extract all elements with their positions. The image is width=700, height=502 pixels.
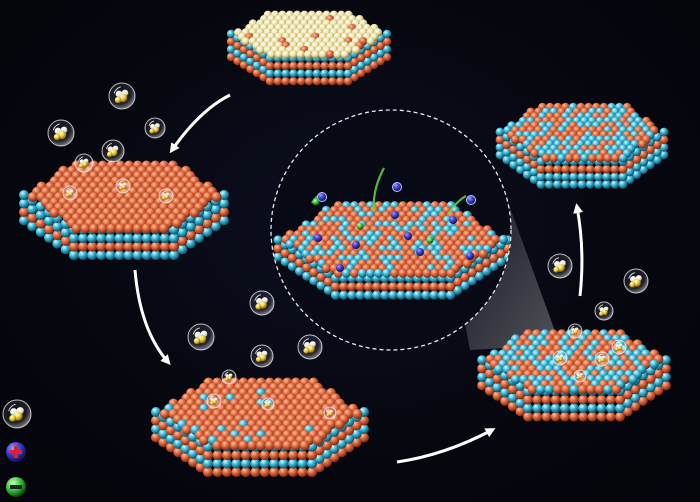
stage-exposed-platelet (19, 160, 229, 261)
arrow-stage3-to-stage4 (396, 428, 496, 464)
molecule-bubble (611, 339, 627, 355)
arrow-stage4-to-stage5 (573, 203, 584, 297)
ion-trail (372, 167, 385, 213)
process-arrows (133, 93, 584, 464)
molecule-bubble (206, 393, 222, 409)
molecule-bubble (547, 253, 573, 279)
inset-circle-border (270, 109, 512, 351)
stage-degraded-platelet (495, 102, 669, 189)
molecule-bubble (158, 188, 174, 204)
dopant-ion (449, 216, 457, 224)
molecule-bubble (323, 406, 337, 420)
dopant-ion (336, 264, 344, 272)
molecule-bubble (108, 82, 136, 110)
molecule-bubble (594, 301, 614, 321)
inset-surface-slab-top-surface (281, 201, 508, 278)
inset-surface-slab (273, 201, 511, 300)
molecule-bubble (573, 369, 587, 383)
negative-ion-icon (6, 477, 26, 497)
positive-ion-icon (6, 442, 26, 462)
molecule-bubble (594, 351, 610, 367)
dopant-ion (404, 232, 412, 240)
molecule-bubble (249, 290, 275, 316)
molecule-bubble (552, 350, 568, 366)
molecule-bubble (101, 139, 125, 163)
molecule-bubble (62, 185, 78, 201)
released-ion (392, 182, 402, 192)
ion-trail (447, 195, 467, 215)
released-ion (466, 195, 476, 205)
molecule-bubble (187, 323, 215, 351)
molecule-bubble (144, 117, 166, 139)
molecule-bubble (115, 178, 131, 194)
dopant-ion (352, 241, 360, 249)
dopant-ion (391, 211, 399, 219)
negative-ion (426, 236, 434, 244)
molecule-bubble (297, 334, 323, 360)
molecule-bubble-icon (2, 399, 32, 429)
stage-pitted-platelet (151, 377, 369, 478)
stage-exposed-platelet-top-surface (27, 160, 222, 234)
molecule-bubble (567, 323, 583, 339)
negative-ion (312, 198, 320, 206)
arrow-stage2-to-stage3 (133, 269, 171, 366)
stage-coated-platelet (226, 10, 392, 86)
released-ion (317, 192, 327, 202)
negative-ion (356, 222, 364, 230)
molecule-bubble (250, 344, 274, 368)
dopant-ion (416, 248, 424, 256)
molecule-bubble (74, 153, 94, 173)
dopant-ion (466, 252, 474, 260)
molecule-bubble (47, 119, 75, 147)
molecule-bubble (623, 268, 649, 294)
molecule-bubble (261, 397, 275, 411)
molecule-bubble (221, 369, 237, 385)
stage-coated-platelet-top-surface (234, 10, 383, 59)
stage-degraded-platelet-top-surface (503, 102, 659, 163)
arrow-stage1-to-stage2 (169, 93, 231, 154)
dopant-ion (314, 234, 322, 242)
